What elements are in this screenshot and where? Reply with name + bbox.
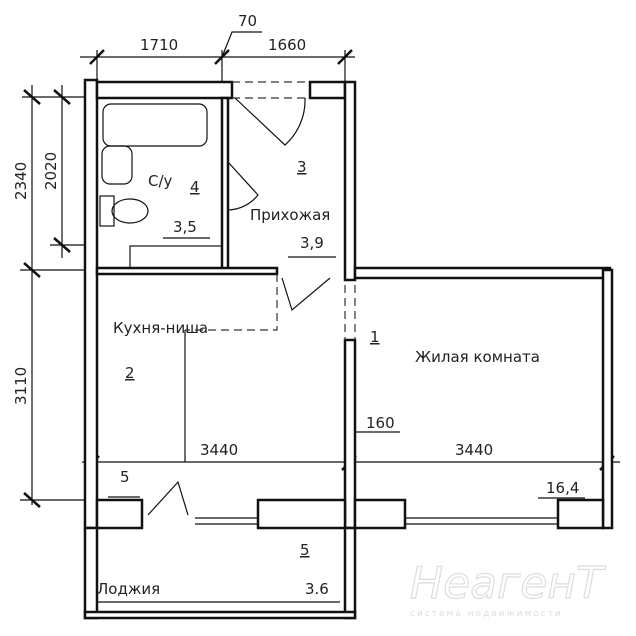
- room-number-hall: 3: [297, 158, 307, 176]
- dim-top-gap: 70: [238, 12, 257, 30]
- room-area-bathroom: 3,5: [173, 218, 197, 236]
- room-number-loggia: 5: [300, 541, 310, 559]
- room-area-loggia: 3.6: [305, 580, 329, 598]
- watermark-brand: НеагенТ: [410, 558, 606, 609]
- washing-unit: [129, 245, 223, 269]
- dim-top-right: 1660: [268, 36, 306, 54]
- walls: [83, 78, 614, 620]
- room-name-hall: Прихожая: [250, 206, 330, 224]
- room-area-hall: 3,9: [300, 234, 324, 252]
- room-name-bathroom: С/у: [148, 172, 173, 190]
- dim-bottom-left: 3440: [200, 441, 238, 459]
- room-number-living: 1: [370, 328, 380, 346]
- fixtures: [99, 103, 223, 269]
- room-number-bathroom: 4: [190, 178, 200, 196]
- windows-doors: [147, 81, 558, 525]
- room-area-kitchen: 5: [120, 468, 130, 486]
- room-area-living: 16,4: [546, 479, 579, 497]
- room-name-living: Жилая комната: [415, 348, 540, 366]
- dim-top-left: 1710: [140, 36, 178, 54]
- dim-partition: 160: [366, 414, 395, 432]
- sink: [101, 145, 133, 185]
- bathtub: [102, 103, 208, 147]
- dim-bottom-right: 3440: [455, 441, 493, 459]
- room-name-loggia: Лоджия: [97, 580, 160, 598]
- dim-left-inner: 2020: [42, 152, 60, 190]
- dim-left-outer: 2340: [12, 162, 30, 200]
- toilet-tank: [99, 195, 115, 227]
- dim-left-lower: 3110: [12, 367, 30, 405]
- room-number-kitchen: 2: [125, 364, 135, 382]
- watermark-tagline: система недвижимости: [410, 609, 563, 619]
- toilet-bowl: [111, 198, 149, 224]
- room-name-kitchen: Кухня-ниша: [113, 319, 208, 337]
